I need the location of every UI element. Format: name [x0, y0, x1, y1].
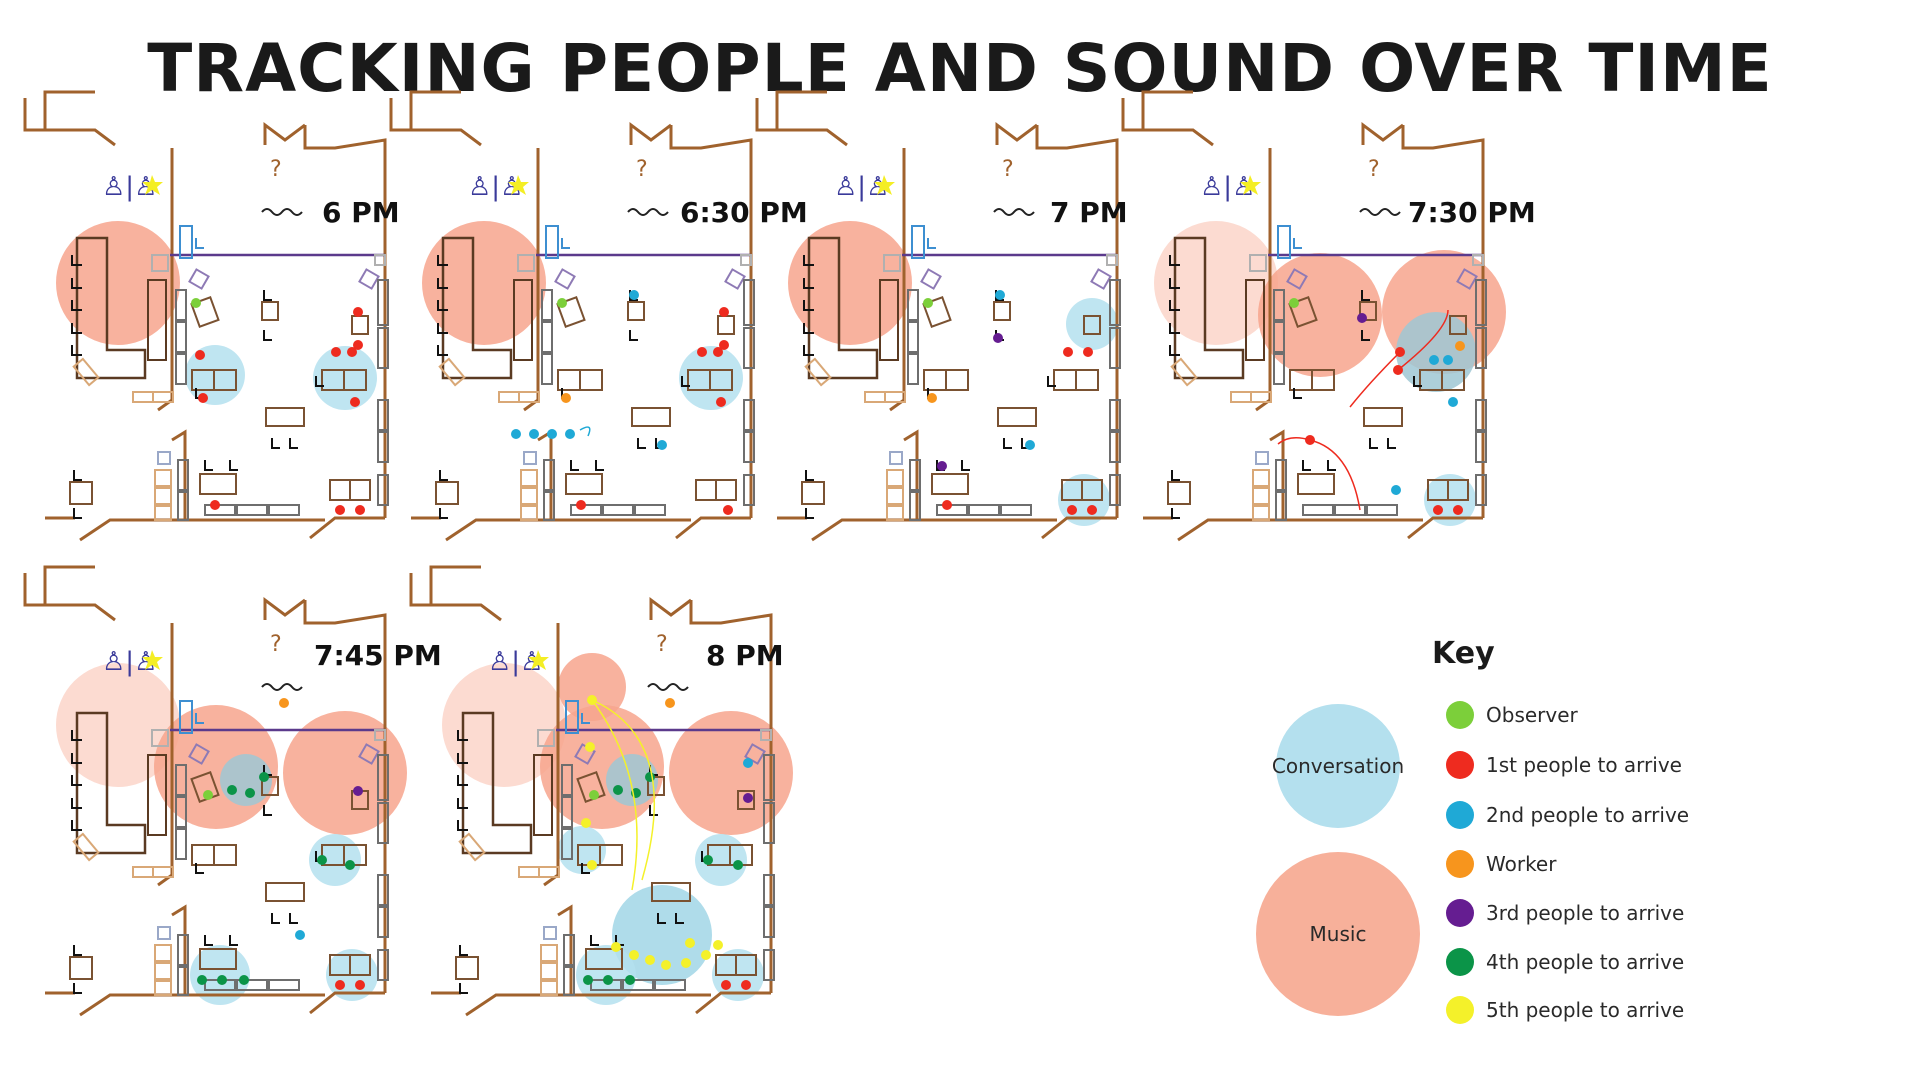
- legend-item: 5th people to arrive: [1446, 995, 1684, 1025]
- legend-item: Worker: [1446, 849, 1556, 879]
- legend-item: 4th people to arrive: [1446, 947, 1684, 977]
- legend-conversation-label: Conversation: [1271, 754, 1405, 778]
- legend-item: 3rd people to arrive: [1446, 898, 1684, 928]
- panel-6pm: 6 PM: [23, 90, 400, 542]
- people: [191, 298, 365, 515]
- legend-item-label: 5th people to arrive: [1486, 998, 1685, 1022]
- people: [923, 290, 1097, 515]
- legend-dot: [1446, 996, 1474, 1024]
- legend-item-label: 4th people to arrive: [1486, 950, 1685, 974]
- time-label: 6 PM: [322, 196, 400, 229]
- legend-dot: [1446, 751, 1474, 779]
- legend-music: Music: [1256, 852, 1420, 1016]
- legend-item: Observer: [1446, 700, 1578, 730]
- legend-item: 1st people to arrive: [1446, 750, 1682, 780]
- people: [197, 698, 365, 990]
- legend-item-label: 3rd people to arrive: [1486, 901, 1685, 925]
- legend-dot: [1446, 801, 1474, 829]
- page-title: TRACKING PEOPLE AND SOUND OVER TIME: [147, 30, 1773, 107]
- legend-item-label: Observer: [1486, 703, 1578, 727]
- legend-dot: [1446, 850, 1474, 878]
- legend-dot: [1446, 899, 1474, 927]
- people: [511, 290, 733, 515]
- people: [581, 695, 753, 990]
- panel-8pm: 8 PM: [409, 565, 793, 1017]
- legend-item-label: 2nd people to arrive: [1486, 803, 1690, 827]
- time-label: 7:45 PM: [314, 639, 442, 672]
- time-label: 6:30 PM: [680, 196, 808, 229]
- legend-item: 2nd people to arrive: [1446, 800, 1689, 830]
- panel-7pm: 7 PM: [755, 90, 1128, 542]
- legend-music-label: Music: [1309, 922, 1367, 946]
- legend-dot: [1446, 701, 1474, 729]
- panel-745pm: 7:45 PM: [23, 565, 442, 1017]
- legend-item-label: 1st people to arrive: [1486, 753, 1682, 777]
- legend-item-label: Worker: [1486, 852, 1557, 876]
- people: [1277, 298, 1465, 515]
- music-zones: [788, 221, 912, 345]
- time-label: 7 PM: [1050, 196, 1128, 229]
- time-label: 7:30 PM: [1408, 196, 1536, 229]
- panel-730pm: 7:30 PM: [1121, 90, 1536, 542]
- music-zones: [56, 221, 180, 345]
- legend-conversation: Conversation: [1272, 704, 1404, 828]
- music-zones: [422, 221, 546, 345]
- legend-title: Key: [1432, 636, 1495, 671]
- legend-dot: [1446, 948, 1474, 976]
- panel-630pm: 6:30 PM: [389, 90, 808, 542]
- time-label: 8 PM: [706, 639, 784, 672]
